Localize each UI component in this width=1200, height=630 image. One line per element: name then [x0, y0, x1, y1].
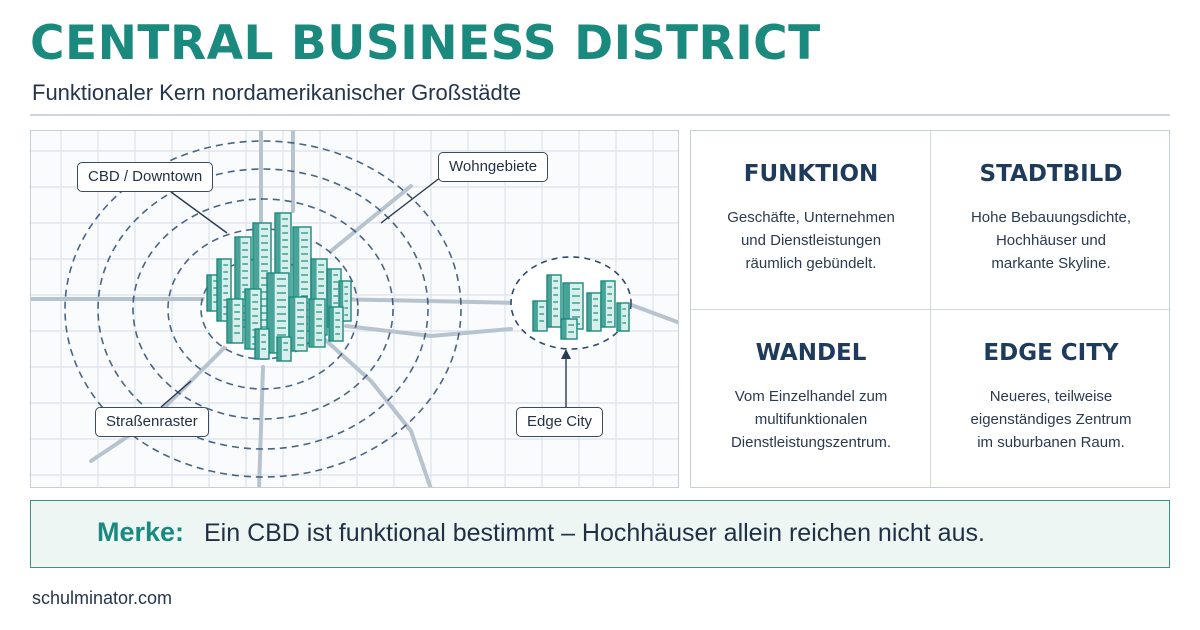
panel-wandel: WANDEL Vom Einzelhandel zum multifunktio… — [691, 310, 931, 488]
road — [344, 324, 513, 339]
panel-divider-horizontal — [691, 309, 1169, 310]
callout-residential: Wohngebiete — [438, 152, 549, 182]
building — [276, 336, 292, 362]
panel-heading: STADTBILD — [979, 161, 1123, 187]
building — [226, 298, 244, 344]
header-divider — [30, 114, 1170, 116]
building — [328, 306, 344, 342]
ring — [97, 168, 429, 450]
building — [600, 280, 616, 328]
ring — [64, 140, 462, 478]
building — [586, 292, 602, 332]
panel-stadtbild: STADTBILD Hohe Bebauungsdichte, Hochhäus… — [931, 131, 1171, 309]
building — [288, 296, 308, 352]
panel-text: Geschäfte, Unternehmen und Dienstleistun… — [727, 209, 895, 272]
panel-heading: WANDEL — [755, 340, 867, 366]
key-takeaway-box: Merke: Ein CBD ist funktional bestimmt –… — [30, 500, 1170, 568]
takeaway-text: Ein CBD ist funktional bestimmt – Hochhä… — [204, 519, 985, 547]
road — [89, 339, 233, 463]
takeaway-label: Merke: — [97, 517, 185, 547]
leader-cbd — [170, 191, 228, 234]
road — [257, 365, 265, 487]
panel-text: Vom Einzelhandel zum multifunktionalen D… — [730, 388, 892, 451]
footer-site: schulminator.com — [32, 588, 173, 608]
leader-residential — [380, 176, 442, 224]
callout-edge-city: Edge City — [516, 407, 604, 437]
panel-edge-city: EDGE CITY Neueres, teilweise eigenständi… — [931, 310, 1171, 488]
city-model-diagram: CBD / Downtown Wohngebiete Straßenraster… — [30, 130, 679, 488]
city-model-illustration — [31, 131, 678, 487]
info-panel-grid: FUNKTION Geschäfte, Unternehmen und Dien… — [690, 130, 1170, 488]
building — [616, 302, 630, 332]
callout-street-grid: Straßenraster — [95, 407, 209, 437]
panel-text: Neueres, teilweise eigenständiges Zentru… — [970, 388, 1132, 451]
ring — [132, 198, 394, 420]
page-subtitle: Funktionaler Kern nordamerikanischer Gro… — [32, 80, 522, 105]
road — [329, 184, 413, 253]
building — [532, 300, 548, 332]
leader-arrowhead — [561, 349, 571, 359]
cbd-skyline — [206, 212, 352, 362]
building — [254, 328, 270, 360]
panel-heading: FUNKTION — [743, 161, 879, 187]
panel-heading: EDGE CITY — [983, 340, 1119, 366]
callout-leaders — [160, 176, 571, 408]
callout-cbd: CBD / Downtown — [77, 162, 214, 192]
building — [560, 318, 578, 340]
panel-text: Hohe Bebauungsdichte, Hochhäuser und mar… — [970, 209, 1132, 272]
leader-street-grid — [160, 380, 192, 408]
page-title: CENTRAL BUSINESS DISTRICT — [30, 16, 821, 71]
building — [546, 274, 562, 328]
building — [308, 298, 326, 348]
road — [319, 334, 433, 487]
edge-city-skyline — [532, 274, 630, 340]
panel-funktion: FUNKTION Geschäfte, Unternehmen und Dien… — [691, 131, 931, 309]
